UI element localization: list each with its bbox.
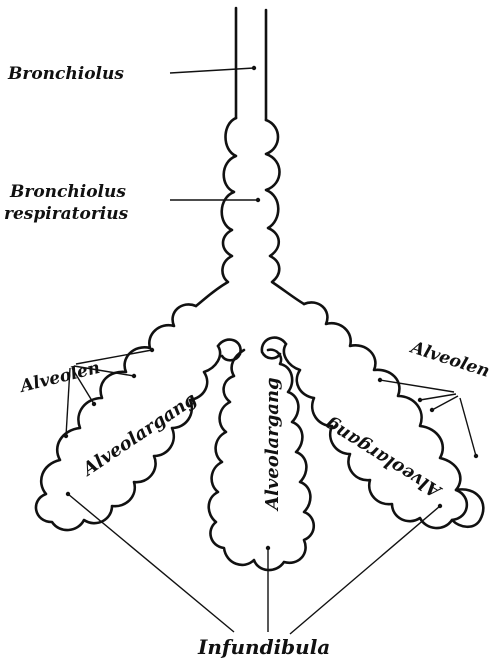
label-bronchiolus: Bronchiolus bbox=[7, 64, 124, 84]
label-respiratorius-line1: Bronchiolus bbox=[9, 182, 126, 202]
label-alveolargang-middle: Alveolargang bbox=[262, 377, 283, 512]
right-alveolar-duct bbox=[262, 302, 483, 528]
label-infundibula: Infundibula bbox=[197, 635, 330, 659]
label-alveolen-left: Alveolen bbox=[16, 358, 102, 398]
label-alveolen-right: Alveolen bbox=[407, 337, 492, 382]
label-respiratorius-line2: respiratorius bbox=[4, 204, 129, 224]
bronchiolus-stem bbox=[236, 8, 266, 120]
label-alveolargang-left: Alveolargang bbox=[77, 389, 200, 482]
respiratory-bronchiole bbox=[196, 118, 304, 306]
